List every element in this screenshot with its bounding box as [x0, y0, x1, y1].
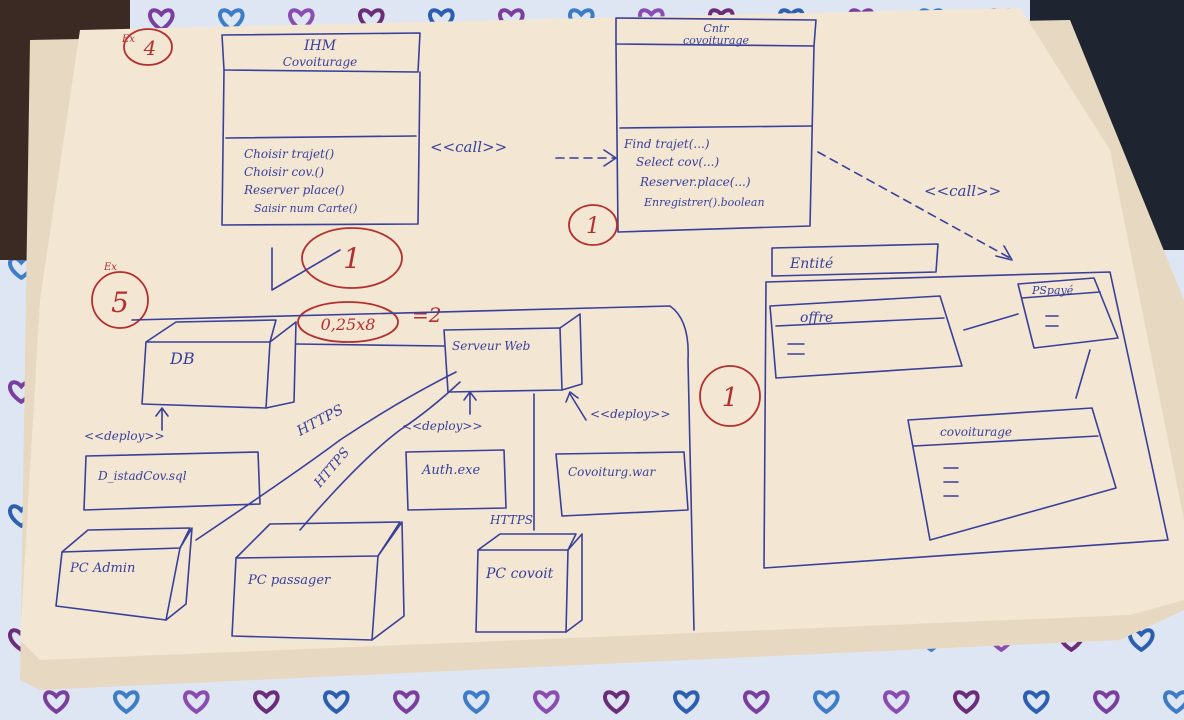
ctrl-class-title: Cntr — [703, 22, 729, 35]
ihm-class-subtitle: Covoiturage — [283, 55, 357, 69]
call-label: <<call>> — [430, 138, 507, 156]
war-artifact: <<deploy>> Covoiturg.war — [555, 391, 689, 517]
svg-text:4: 4 — [143, 36, 157, 60]
heart-shape — [533, 690, 560, 715]
ihm-method-2: Choisir cov.() — [244, 165, 324, 179]
heart-shape — [953, 690, 980, 715]
ctrl-class-box: Cntr covoiturage Find trajet(...) Select… — [615, 17, 817, 233]
entity-package: Entité offre PSpayé covoiturage — [763, 243, 1169, 569]
svg-text:Serveur Web: Serveur Web — [452, 339, 530, 353]
svg-text:Auth.exe: Auth.exe — [421, 463, 481, 478]
heart-shape — [1023, 690, 1050, 715]
score-class: 1 — [271, 227, 403, 291]
covoiturage-class: covoiturage — [907, 407, 1117, 541]
heart-shape — [183, 690, 210, 715]
svg-text:<<deploy>>: <<deploy>> — [84, 429, 165, 443]
svg-text:DB: DB — [169, 349, 195, 368]
paysage-cov-link — [1075, 349, 1091, 399]
https-label-2: HTTPS — [311, 445, 353, 491]
heart-shape — [743, 690, 770, 715]
svg-text:D_istadCov.sql: D_istadCov.sql — [97, 469, 187, 483]
pc-covoit-node: PC covoit — [475, 533, 583, 633]
pc-admin-node: PC Admin — [55, 527, 193, 621]
offre-paysage-link — [963, 313, 1019, 331]
heart-shape — [1163, 690, 1184, 715]
heart-shape — [603, 690, 630, 715]
svg-text:5: 5 — [111, 286, 129, 319]
svg-text:0,25x8: 0,25x8 — [321, 315, 376, 334]
ctrl-method-3: Reserver.place(...) — [639, 175, 751, 189]
heart-shape — [253, 690, 280, 715]
ctrl-method-1: Find trajet(...) — [623, 137, 710, 151]
db-node: DB — [141, 319, 297, 409]
heart-shape — [288, 8, 315, 33]
https-link-passager — [299, 381, 461, 531]
svg-text:1: 1 — [343, 242, 361, 275]
ihm-method-4: Saisir num Carte() — [254, 202, 357, 215]
svg-text:1: 1 — [586, 214, 600, 239]
svg-text:PC passager: PC passager — [247, 573, 331, 588]
heart-shape — [428, 8, 455, 33]
entity-label: Entité — [789, 256, 833, 272]
svg-text:<<deploy>>: <<deploy>> — [402, 419, 483, 433]
offre-class: offre — [769, 295, 963, 379]
ihm-method-1: Choisir trajet() — [244, 147, 335, 161]
svg-text:Ex: Ex — [121, 34, 135, 45]
heart-shape — [813, 690, 840, 715]
pc-passager-node: PC passager — [231, 521, 405, 641]
call-arrow: <<call>> — [430, 138, 617, 167]
question-4-marker: Ex 4 — [121, 28, 173, 66]
svg-text:Ex: Ex — [103, 262, 117, 273]
heart-shape — [393, 690, 420, 715]
https-label-1: HTTPS — [293, 402, 346, 440]
svg-text:1: 1 — [722, 383, 739, 413]
svg-text:PSpayé: PSpayé — [1031, 284, 1074, 297]
svg-text:covoiturage: covoiturage — [940, 425, 1012, 439]
heart-shape — [673, 690, 700, 715]
ctrl-class-subtitle: covoiturage — [683, 34, 750, 47]
svg-text:<<deploy>>: <<deploy>> — [590, 407, 671, 421]
deployment-frame — [131, 305, 695, 631]
db-server-link — [295, 343, 445, 347]
score-ctrl: 1 — [568, 204, 618, 246]
svg-text:=2: =2 — [412, 303, 441, 327]
heart-shape — [1128, 628, 1155, 653]
question-5-marker: Ex 5 — [91, 262, 149, 329]
heart-shape — [218, 8, 245, 33]
db-artifact: <<deploy>> D_istadCov.sql — [83, 407, 261, 511]
ihm-method-3: Reserver place() — [243, 183, 345, 197]
call-label-2: <<call>> — [924, 182, 1001, 200]
paper-sheet — [20, 8, 1184, 660]
heart-shape — [148, 8, 175, 33]
heart-shape — [498, 8, 525, 33]
heart-shape — [43, 690, 70, 715]
heart-shape — [883, 690, 910, 715]
ctrl-method-4: Enregistrer().boolean — [643, 196, 765, 209]
score-entity: 1 — [699, 365, 761, 427]
https-link-admin — [195, 371, 457, 541]
https-label-3: HTTPS — [489, 513, 533, 527]
svg-text:PC Admin: PC Admin — [69, 561, 135, 576]
heart-shape — [113, 690, 140, 715]
score-formula: 0,25x8 =2 — [297, 301, 441, 343]
ihm-class-title: IHM — [303, 38, 337, 54]
heart-shape — [323, 690, 350, 715]
paysage-class: PSpayé — [1017, 277, 1119, 349]
heart-shape — [1093, 690, 1120, 715]
server-node: Serveur Web — [443, 313, 583, 393]
heart-shape — [463, 690, 490, 715]
auth-artifact: <<deploy>> Auth.exe — [402, 391, 507, 511]
heart-shape — [358, 8, 385, 33]
svg-text:PC covoit: PC covoit — [485, 566, 554, 582]
ctrl-method-2: Select cov(...) — [636, 155, 719, 169]
ihm-class-box: IHM Covoiturage Choisir trajet() Choisir… — [221, 32, 421, 226]
svg-text:offre: offre — [800, 310, 833, 326]
call-arrow-2: <<call>> — [817, 151, 1013, 261]
svg-text:Covoiturg.war: Covoiturg.war — [568, 465, 656, 479]
